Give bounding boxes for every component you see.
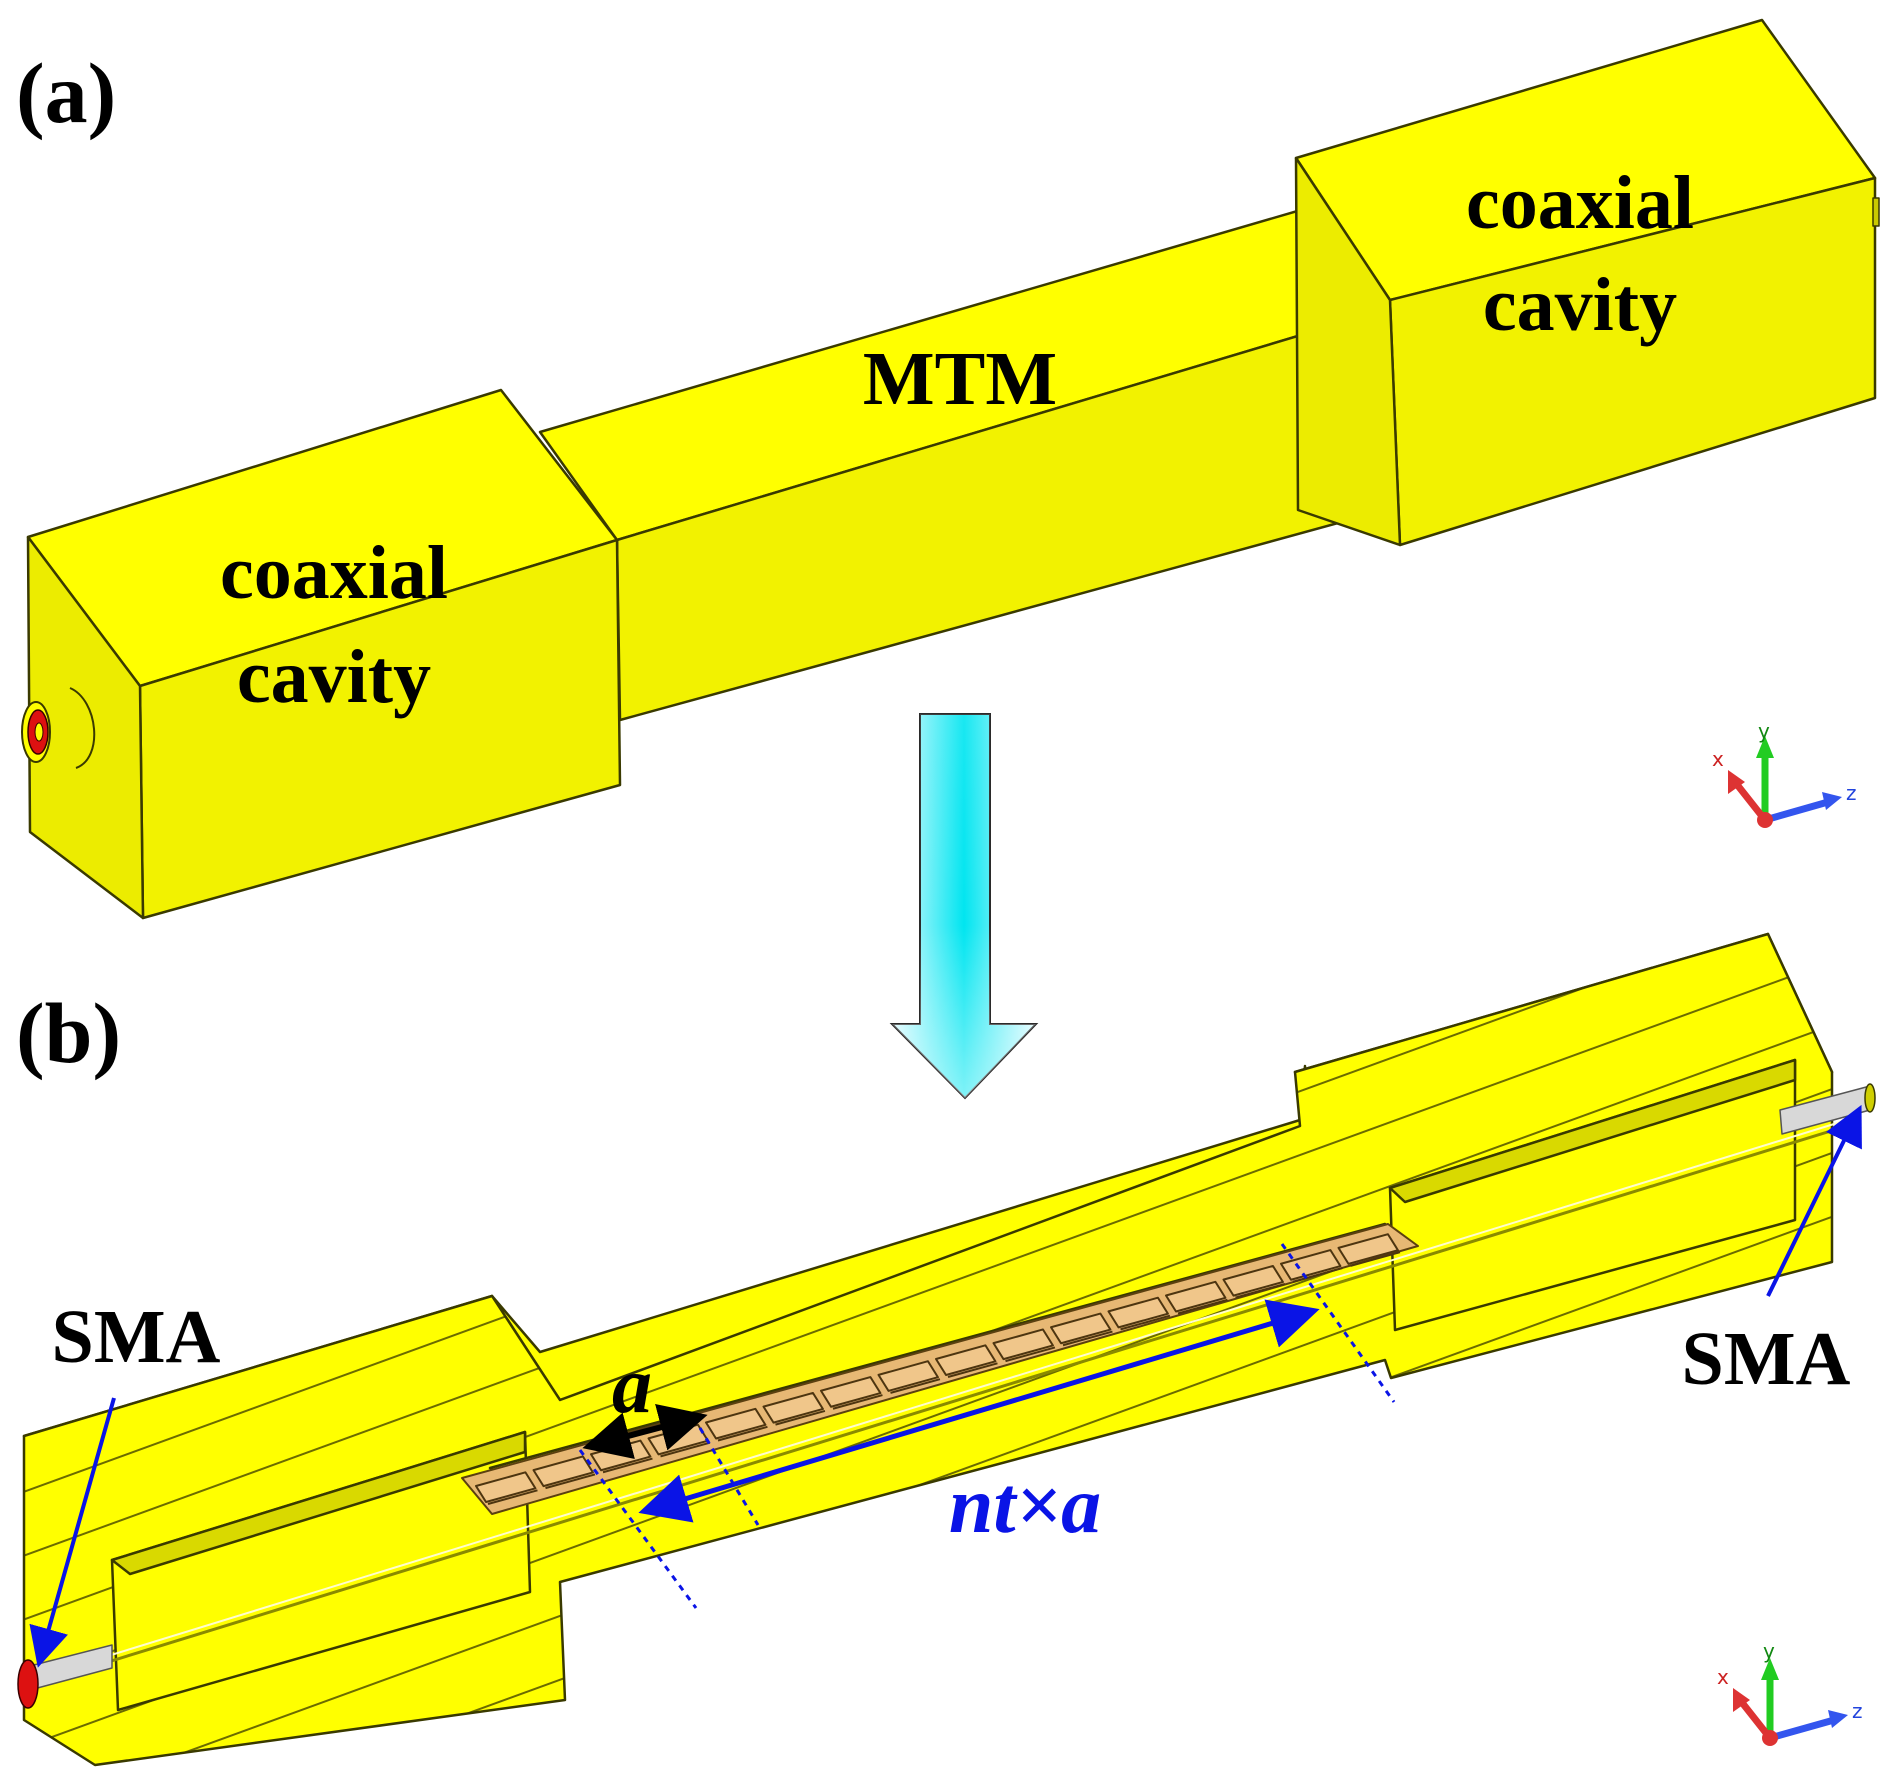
right-cavity-label-line2: cavity [1483,263,1677,347]
unit-cell-strip [1292,1267,1343,1283]
axis-y-label-a: y [1758,719,1770,743]
axis-x-label-a: x [1712,747,1724,771]
unit-cell [532,1455,594,1488]
left-cavity-block [26,388,622,920]
unit-cell-strip [1350,1251,1401,1267]
length-label: nt×a [949,1462,1101,1550]
sma-port-a [21,701,51,763]
unit-cell-strip [545,1473,596,1490]
right-cavity-block [1294,18,1880,547]
sma-right-label: SMA [1682,1317,1851,1401]
axis-triad-b: y x z [1717,1639,1863,1746]
unit-cell [1222,1264,1284,1297]
panel-a: (a) coaxial cavity MTM coaxial cavity y … [16,18,1880,920]
sma-right-pointer [1766,1104,1862,1297]
axis-x-label-b: x [1717,1665,1729,1689]
unit-cell-label: a [612,1342,652,1430]
mtm-label: MTM [863,337,1057,421]
axis-z-label-a: z [1846,781,1857,805]
sma-left-pointer [29,1397,116,1668]
unit-cell [1280,1249,1342,1281]
left-cavity-label-line2: cavity [237,635,431,719]
right-cavity-side-face [1294,156,1402,547]
unit-cell-strip [1235,1283,1286,1299]
down-arrow [889,713,1039,1100]
sma-port-left [17,1644,113,1709]
axis-y-label-b: y [1763,1639,1775,1663]
unit-cell-strip [487,1489,538,1505]
sma-port-right [1779,1083,1876,1135]
unit-cell [475,1471,537,1503]
axis-z-label-b: z [1852,1699,1863,1723]
unit-cell [1337,1233,1399,1265]
axis-triad-a: y x z [1712,719,1857,828]
left-cavity-label-line1: coaxial [220,531,448,615]
right-cavity-label-line1: coaxial [1466,161,1694,245]
sma-left-label: SMA [52,1295,221,1379]
dimension-annotations: a nt×a [578,1243,1396,1609]
panel-b-label: (b) [16,985,121,1081]
sma-annotations: SMA SMA [29,1104,1862,1668]
panel-a-label: (a) [16,45,116,141]
length-arrow [638,1299,1320,1523]
mtm-section [538,203,1402,722]
